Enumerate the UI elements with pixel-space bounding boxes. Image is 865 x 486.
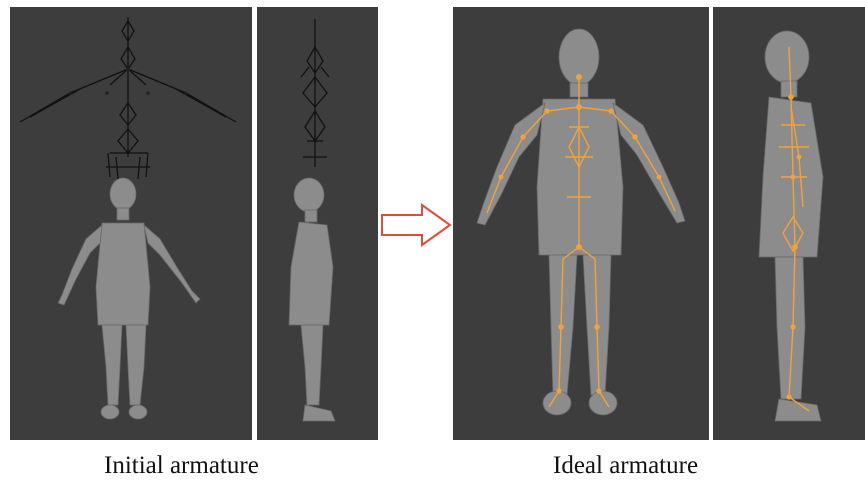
ideal-side-figure [713, 7, 865, 440]
caption-ideal-armature: Ideal armature [553, 452, 698, 480]
transition-arrow-icon [380, 203, 452, 247]
initial-side-figure [257, 7, 378, 440]
initial-armature-front [20, 17, 236, 179]
viewport-initial-front [10, 7, 252, 440]
initial-front-figure [10, 7, 252, 440]
initial-armature-side [301, 19, 329, 167]
figure-mesh-front-large [477, 29, 685, 415]
viewport-initial-side [257, 7, 378, 440]
figure-mesh-side [289, 178, 335, 421]
caption-initial-armature: Initial armature [104, 452, 259, 480]
viewport-ideal-front [453, 7, 709, 440]
figure-mesh-front [58, 178, 200, 419]
ideal-front-figure [453, 7, 709, 440]
viewport-ideal-side [713, 7, 865, 440]
